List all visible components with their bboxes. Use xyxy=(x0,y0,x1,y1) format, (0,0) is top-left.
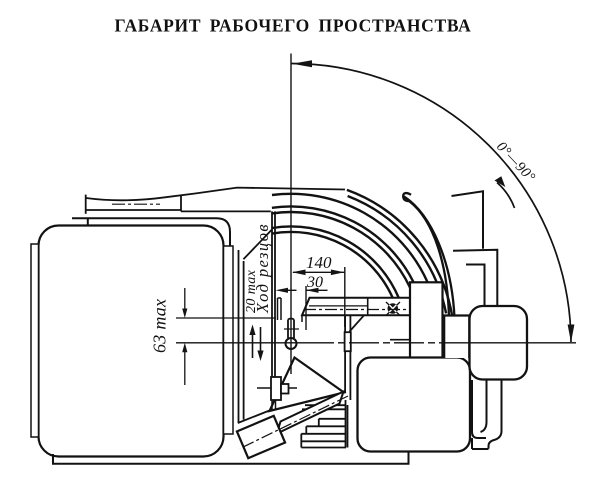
svg-text:ГАБАРИТ РАБОЧЕГО ПРОСТРАНСТВА: ГАБАРИТ РАБОЧЕГО ПРОСТРАНСТВА xyxy=(115,16,472,36)
svg-text:20 max: 20 max xyxy=(244,269,259,313)
svg-text:140: 140 xyxy=(306,253,332,272)
svg-text:30: 30 xyxy=(306,274,323,291)
svg-text:Ход резцов: Ход резцов xyxy=(253,223,272,314)
svg-text:63 max: 63 max xyxy=(150,299,170,353)
